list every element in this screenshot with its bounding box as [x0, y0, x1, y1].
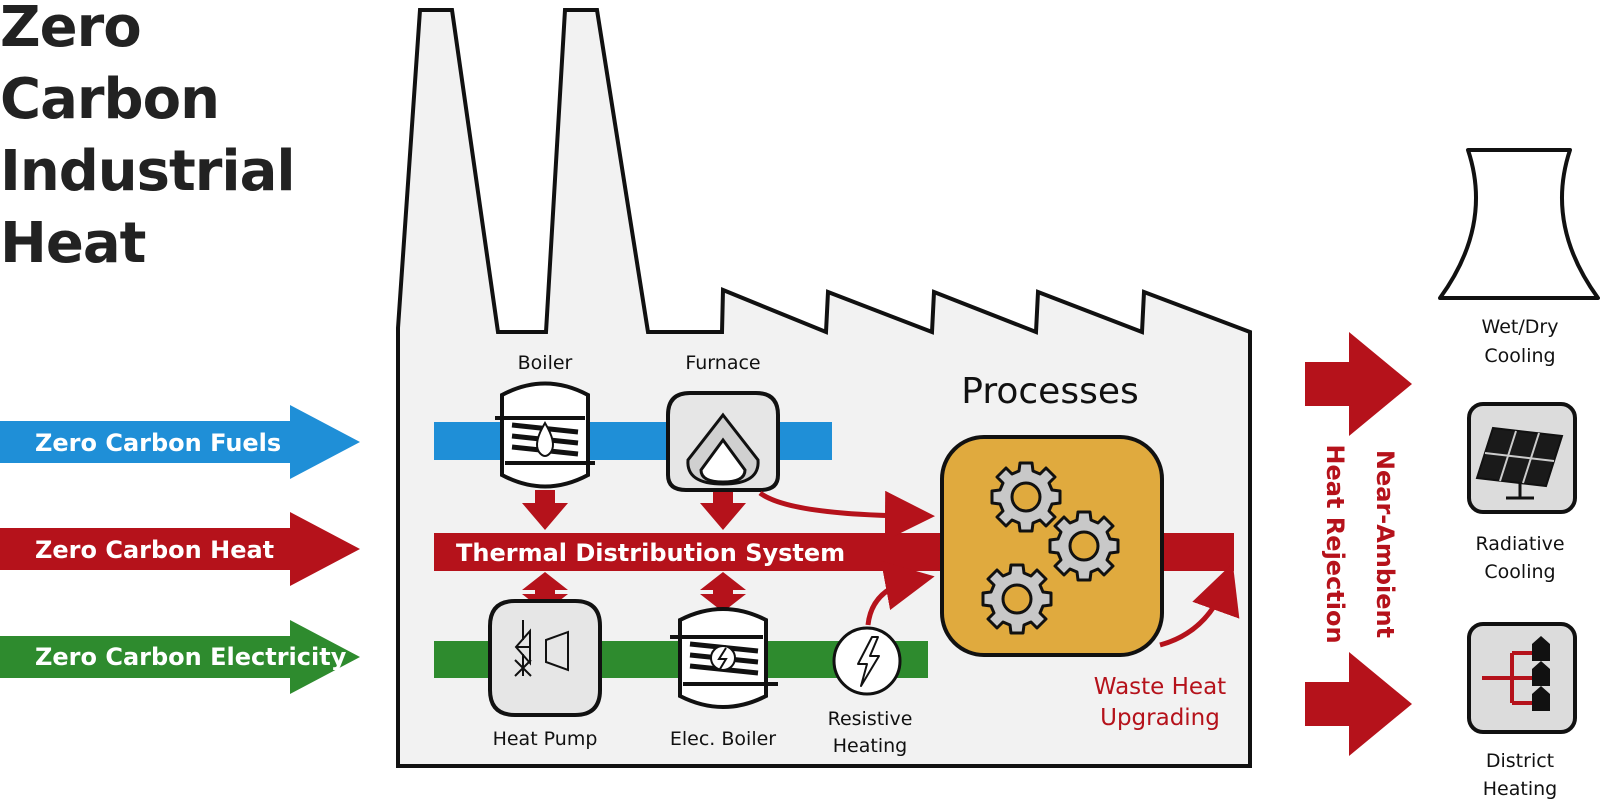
- elec-boiler-label: Elec. Boiler: [670, 728, 776, 750]
- resistive-heating-label: Heating: [833, 735, 907, 757]
- title-line: Industrial: [0, 139, 296, 204]
- zero-carbon-heat-label: Zero Carbon Heat: [35, 536, 274, 564]
- processes-block: [940, 435, 1164, 657]
- radiative-cooling-label: Radiative: [1475, 533, 1564, 555]
- heat-rejection-label-line: Heat Rejection: [1321, 444, 1349, 643]
- district-heating-label: District: [1486, 750, 1554, 772]
- gear-icon: [1048, 510, 1120, 582]
- zero-carbon-electricity-arrow: Zero Carbon Electricity: [0, 620, 360, 694]
- heat-pump-label: Heat Pump: [493, 728, 598, 750]
- heat-rejection-arrow-top: [1305, 332, 1412, 436]
- heat-rejection-label: Near-Ambient Heat Rejection: [1321, 444, 1399, 643]
- district-heating-label: Heating: [1483, 778, 1557, 800]
- district-heating-icon: [1467, 622, 1577, 734]
- furnace-to-thermal-arrow: [700, 490, 746, 530]
- resistive-heating-label: Resistive: [828, 708, 913, 730]
- heat-rejection-label-line: Near-Ambient: [1371, 450, 1399, 638]
- resistive-to-processes-arrow: [865, 560, 935, 626]
- cooling-tower-icon: [1438, 148, 1600, 300]
- boiler-icon: [495, 381, 595, 489]
- heat-rejection-arrow-bottom: [1305, 652, 1412, 756]
- heat-pump-icon: [488, 599, 602, 717]
- elec-boiler-icon: [670, 607, 778, 709]
- furnace-to-processes-arrow: [758, 490, 935, 541]
- boiler-to-thermal-arrow: [522, 490, 568, 530]
- thermal-distribution-label: Thermal Distribution System: [456, 539, 845, 567]
- waste-heat-label: Waste Heat: [1094, 674, 1226, 700]
- zero-carbon-heat-arrow: Zero Carbon Heat: [0, 512, 360, 586]
- title-line: Zero: [0, 0, 142, 60]
- waste-heat-label: Upgrading: [1100, 705, 1220, 731]
- title-line: Carbon: [0, 67, 220, 132]
- radiative-cooling-label: Cooling: [1484, 561, 1555, 583]
- wet-dry-cooling-label: Cooling: [1484, 345, 1555, 367]
- furnace-icon: [666, 391, 780, 492]
- resistive-heating-icon: [832, 626, 902, 696]
- zero-carbon-fuels-arrow: Zero Carbon Fuels: [0, 405, 360, 479]
- boiler-label: Boiler: [518, 352, 573, 374]
- furnace-label: Furnace: [685, 352, 760, 374]
- elecboiler-thermal-double-arrow: [700, 572, 746, 612]
- zero-carbon-electricity-label: Zero Carbon Electricity: [35, 643, 347, 671]
- page-title: Zero Carbon Industrial Heat: [0, 0, 296, 280]
- gear-icon: [990, 461, 1062, 533]
- processes-label: Processes: [961, 371, 1138, 412]
- radiative-cooling-icon: [1467, 402, 1577, 514]
- title-line: Heat: [0, 211, 146, 276]
- waste-heat-upgrading-arrow: [1159, 563, 1240, 648]
- gear-icon: [981, 563, 1053, 635]
- wet-dry-cooling-label: Wet/Dry: [1482, 316, 1559, 338]
- zero-carbon-fuels-label: Zero Carbon Fuels: [35, 429, 281, 457]
